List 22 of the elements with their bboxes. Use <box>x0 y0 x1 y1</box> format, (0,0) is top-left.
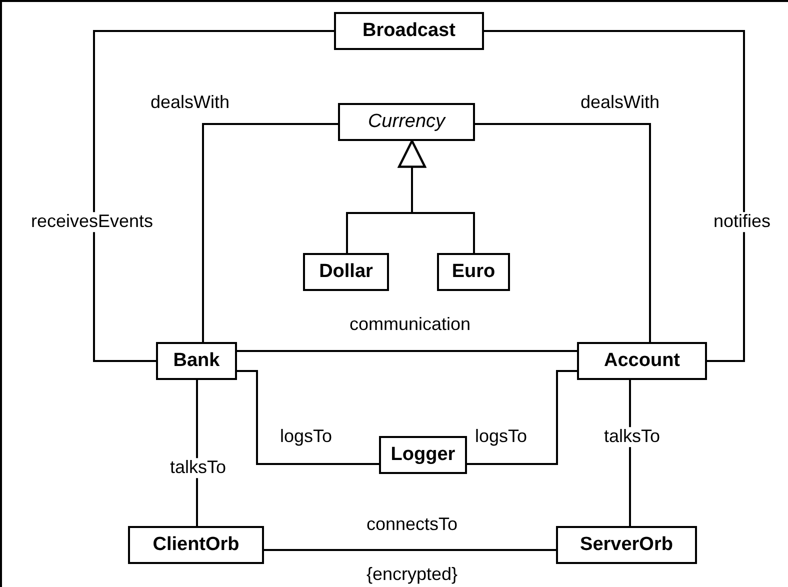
class-box: Dollar <box>303 253 389 291</box>
constraint-label: {encrypted} <box>364 565 460 585</box>
association-line <box>467 370 577 465</box>
edge-label: talksTo <box>602 427 662 447</box>
class-box: Currency <box>338 103 475 141</box>
association-line <box>93 30 334 362</box>
class-box: ClientOrb <box>128 526 264 564</box>
association-line <box>196 380 198 526</box>
association-line <box>202 123 338 342</box>
class-box: Bank <box>156 342 237 380</box>
association-line <box>237 370 379 465</box>
edge-label: talksTo <box>168 458 228 478</box>
class-box: Account <box>577 342 707 380</box>
association-line <box>264 549 556 551</box>
association-line <box>237 350 577 352</box>
association-line <box>475 123 651 342</box>
class-box: Broadcast <box>334 12 484 50</box>
class-box: Logger <box>379 436 467 474</box>
class-box: ServerOrb <box>556 526 697 564</box>
association-line <box>484 30 745 362</box>
generalization-arrow <box>398 140 475 253</box>
class-box: Euro <box>437 253 510 291</box>
